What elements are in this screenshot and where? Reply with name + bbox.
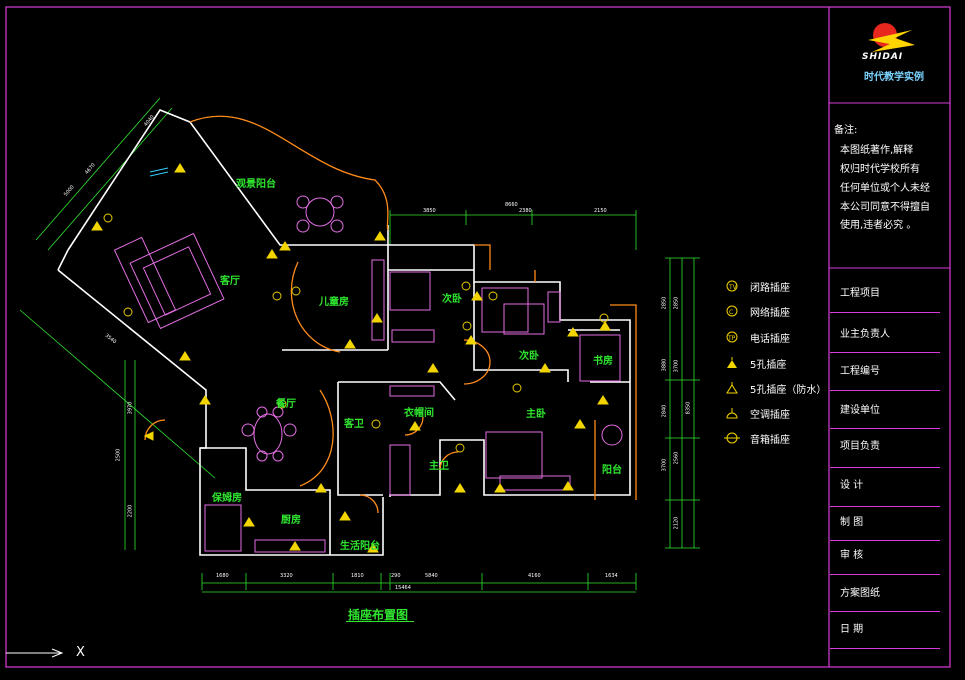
brand-name: SHIDAI xyxy=(862,52,904,62)
title-block-rule xyxy=(830,312,940,313)
notes-line: 使用,违者必究 。 xyxy=(840,220,917,231)
title-block-draft: 制 图 xyxy=(840,517,864,528)
title-block-rule xyxy=(830,574,940,575)
dim-top-total: 8660 xyxy=(505,202,518,208)
phone-socket-icon: TP xyxy=(724,329,740,345)
dim-bottom: 3320 xyxy=(280,573,293,579)
title-block-rule xyxy=(830,428,940,429)
dim-right-vert: 3700 xyxy=(673,359,680,373)
axis-label: X xyxy=(76,645,85,660)
brand-subtitle: 时代教学实例 xyxy=(864,72,924,83)
room-label-kids: 儿童房 xyxy=(319,297,349,308)
title-block-lead: 项目负责 xyxy=(840,441,880,452)
title-block-rule xyxy=(830,648,940,649)
notes-line: 任何单位或个人未经 xyxy=(840,183,930,194)
legend-item: 5孔插座（防水） xyxy=(724,380,826,396)
dim-bottom: 1634 xyxy=(605,573,618,579)
title-block-rule xyxy=(830,352,940,353)
dim-bottom: 290 xyxy=(391,573,401,579)
dim-right-vert: 2120 xyxy=(673,516,680,530)
dim-top: 2150 xyxy=(594,208,607,214)
title-block-review: 审 核 xyxy=(840,550,864,561)
title-block-design: 设 计 xyxy=(840,480,864,491)
room-label-second-bed-a: 次卧 xyxy=(442,294,462,305)
legend-item: C 网络插座 xyxy=(724,303,790,319)
tv-socket-icon: TV xyxy=(724,278,740,294)
room-label-nanny: 保姆房 xyxy=(212,493,242,504)
ac-socket-icon xyxy=(724,405,740,421)
title-block-owner: 业主负责人 xyxy=(840,329,890,340)
room-label-living: 客厅 xyxy=(220,276,240,287)
dim-right-vert: 2850 xyxy=(661,296,668,310)
dim-right-vert: 8350 xyxy=(685,401,692,415)
legend-item: 5孔插座 xyxy=(724,355,786,371)
legend-item: TP 电话插座 xyxy=(724,329,790,345)
title-block-rule xyxy=(830,506,940,507)
dim-right-vert: 3700 xyxy=(661,458,668,472)
title-block-project: 工程项目 xyxy=(840,288,880,299)
dim-bottom: 1810 xyxy=(351,573,364,579)
notes-line: 本图纸著作,解释 xyxy=(840,145,914,156)
room-label-master: 主卧 xyxy=(526,409,546,420)
legend-item: TV 闭路插座 xyxy=(724,278,790,294)
notes-heading: 备注: xyxy=(834,125,858,136)
svg-text:C: C xyxy=(729,309,733,316)
drawing-border xyxy=(5,6,951,668)
room-label-balcony-small: 阳台 xyxy=(602,465,622,476)
drawing-title-underline xyxy=(346,621,414,622)
dim-overall: 15464 xyxy=(395,585,411,591)
room-label-master-bath: 主卫 xyxy=(429,461,449,472)
room-label-service-balcony: 生活阳台 xyxy=(340,541,380,552)
title-block-scheme: 方案图纸 xyxy=(840,588,880,599)
room-label-balcony-view: 观景阳台 xyxy=(236,179,276,190)
dim-bottom: 1680 xyxy=(216,573,229,579)
dim-left-vert: 2200 xyxy=(127,504,134,518)
title-block-builder: 建设单位 xyxy=(840,405,880,416)
room-label-kitchen: 厨房 xyxy=(281,515,301,526)
dim-bottom: 5840 xyxy=(425,573,438,579)
brand-logo xyxy=(868,23,915,52)
title-block-rule xyxy=(830,540,940,541)
legend-item: 音箱插座 xyxy=(724,430,790,446)
dim-top: 3850 xyxy=(423,208,436,214)
dim-right-vert: 2560 xyxy=(673,451,680,465)
title-block-number: 工程编号 xyxy=(840,366,880,377)
drawing-title: 插座布置图 xyxy=(348,608,409,622)
floor-plan xyxy=(19,97,700,593)
dim-right-vert: 3880 xyxy=(661,358,668,372)
legend-item: 空调插座 xyxy=(724,405,790,421)
room-label-study: 书房 xyxy=(593,356,613,367)
waterproof-socket-icon xyxy=(724,380,740,396)
room-label-cloakroom: 衣帽间 xyxy=(404,408,434,419)
dim-right-vert: 2850 xyxy=(673,296,680,310)
notes-line: 权归时代学校所有 xyxy=(840,164,920,175)
svg-text:TP: TP xyxy=(727,335,736,342)
dim-left-vert: 3970 xyxy=(127,401,134,415)
title-block-date: 日 期 xyxy=(840,624,864,635)
svg-text:TV: TV xyxy=(728,284,738,291)
title-block-rule xyxy=(830,611,940,612)
axis-marker xyxy=(6,648,64,658)
dim-left-vert: 2500 xyxy=(115,448,122,462)
title-block-rule xyxy=(830,467,940,468)
room-label-dining: 餐厅 xyxy=(276,399,296,410)
dim-top: 2380 xyxy=(519,208,532,214)
notes-line: 本公司同意不得擅自 xyxy=(840,202,930,213)
room-label-second-bed-b: 次卧 xyxy=(519,351,539,362)
speaker-socket-icon xyxy=(724,430,740,446)
room-label-guest-bath: 客卫 xyxy=(344,419,364,430)
five-hole-socket-icon xyxy=(724,355,740,371)
dim-bottom: 4160 xyxy=(528,573,541,579)
title-block-rule xyxy=(830,390,940,391)
network-socket-icon: C xyxy=(724,303,740,319)
dim-right-vert: 2840 xyxy=(661,404,668,418)
